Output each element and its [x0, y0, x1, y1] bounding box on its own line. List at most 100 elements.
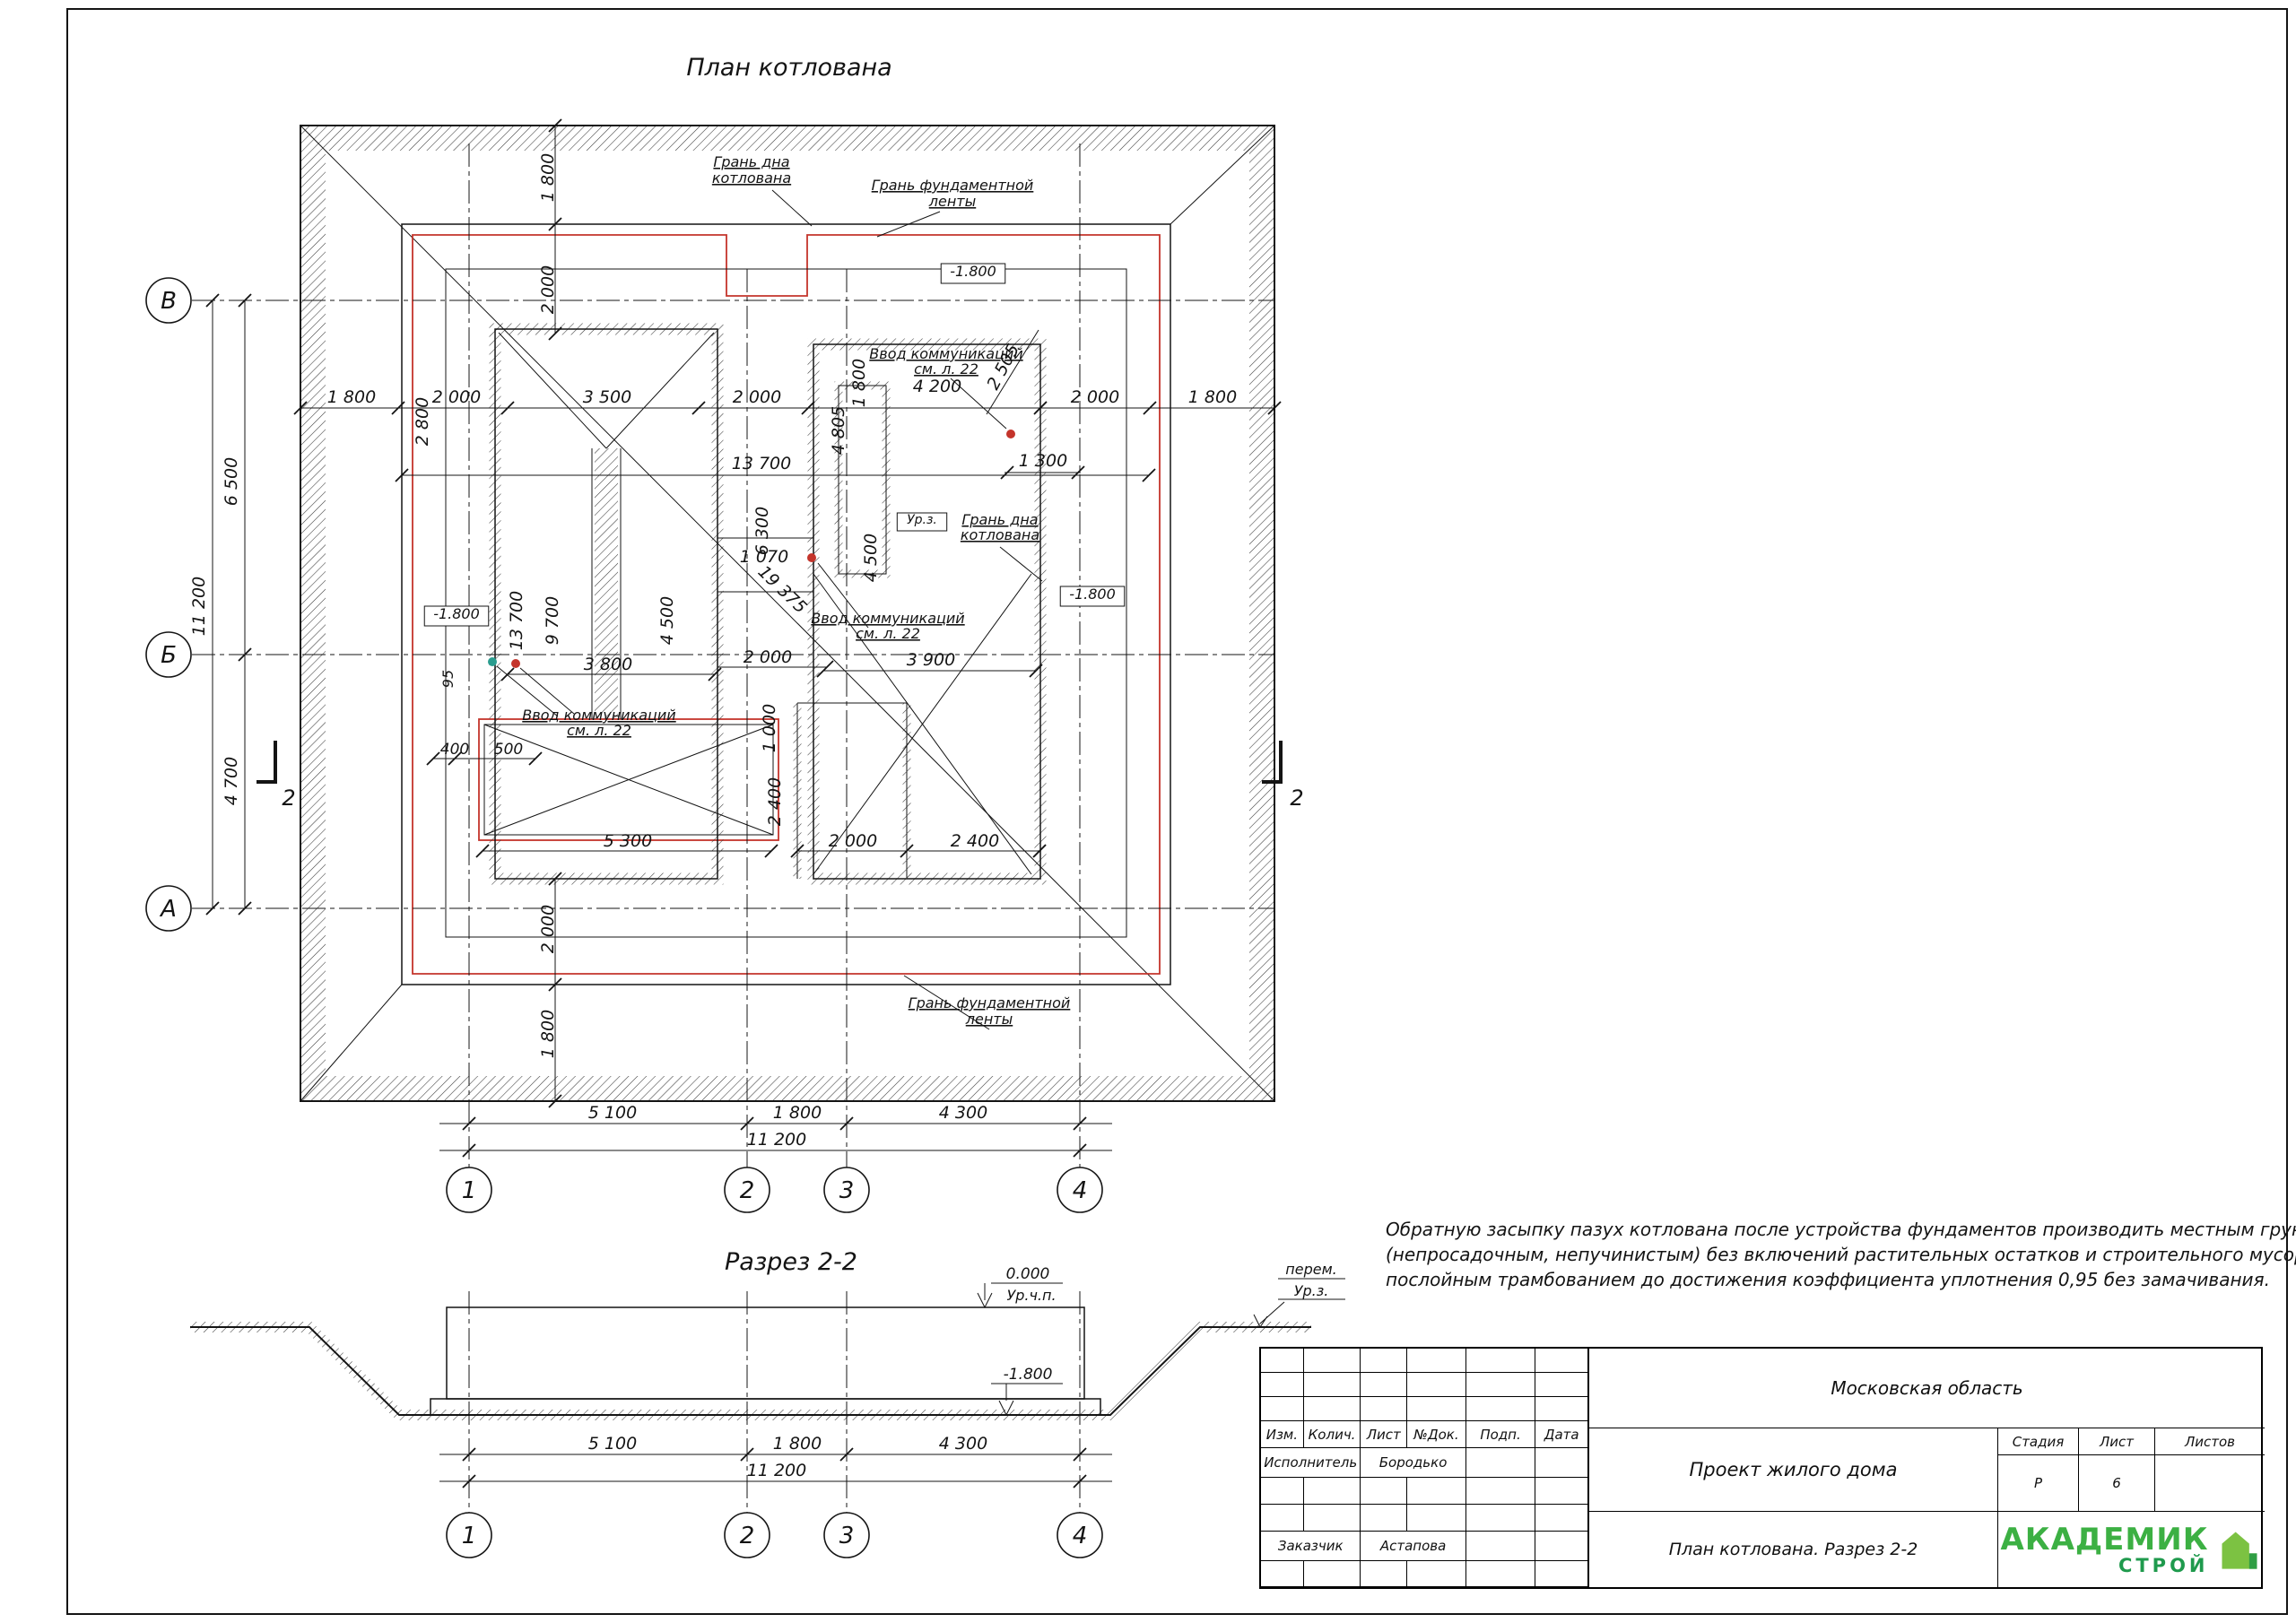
axis-bubble	[724, 1167, 770, 1213]
region-cell: Московская область	[1589, 1349, 2265, 1428]
left-block-diagonals	[498, 332, 715, 449]
tb-empty-cell	[1465, 1561, 1536, 1587]
sheets-header: Листов	[2184, 1433, 2236, 1450]
level-marks	[977, 1278, 1345, 1417]
dimension-text: 2 000	[829, 831, 877, 851]
dimension-text: 3 800	[584, 655, 632, 674]
dimension-text: 2	[282, 785, 295, 811]
axis-bubble	[145, 277, 192, 324]
tb-empty-cell	[1361, 1478, 1408, 1505]
project-title-cell: Проект жилого дома	[1589, 1428, 1998, 1511]
col-ndok: №Док.	[1407, 1421, 1466, 1448]
dimension-text: 2 000	[733, 387, 781, 407]
dimension-text: 1 800	[327, 387, 376, 407]
building-footprint	[483, 323, 1047, 885]
tb-empty-cell	[1407, 1505, 1466, 1532]
tb-empty-cell	[1465, 1505, 1536, 1532]
title-block-right: Московская область Проект жилого дома Ст…	[1589, 1349, 2265, 1587]
callout-text: Ввод коммуникаций	[522, 707, 675, 724]
pit-bottom-inner-edge	[445, 268, 1127, 938]
tb-empty-cell	[1361, 1505, 1408, 1532]
col-podp: Подп.	[1465, 1421, 1536, 1448]
axis-label: 3	[839, 1523, 855, 1549]
dimension-text: 19 375	[754, 562, 811, 618]
axis-bubble	[823, 1512, 870, 1558]
tb-empty-cell	[1361, 1397, 1408, 1421]
tb-empty-cell	[1303, 1373, 1361, 1397]
utility-entry-dot-teal	[488, 657, 497, 666]
axis-bubble	[446, 1512, 492, 1558]
foundation-strip-outline	[412, 234, 1161, 975]
dimension-text: 11 200	[747, 1130, 806, 1150]
callout-leaders	[488, 189, 1043, 1030]
dimension-text: 1 070	[740, 547, 788, 567]
executor-name: Бородько	[1361, 1448, 1466, 1478]
dimension-text: 6 300	[752, 507, 772, 555]
dimension-text: 2 400	[951, 831, 999, 851]
note-line: (непросадочным, непучинистым) без включе…	[1386, 1244, 2296, 1265]
sheet-header: Лист	[2079, 1428, 2155, 1454]
tb-empty-cell	[1303, 1349, 1361, 1373]
title-block-left-grid: Изм. Колич. Лист №Док. Подп. Дата Исполн…	[1261, 1349, 1589, 1587]
executor-row: Исполнитель Бородько	[1261, 1448, 1588, 1478]
tb-empty-cell	[1465, 1373, 1536, 1397]
tb-empty-cell	[1303, 1397, 1361, 1421]
dimension-text: 4 300	[939, 1434, 987, 1454]
dimension-text: 4 500	[861, 534, 881, 582]
dimension-text: 4 805	[829, 406, 848, 455]
dimension-text: -1.800	[1069, 586, 1116, 603]
dimension-text: 0.000	[1006, 1265, 1050, 1283]
dimension-text: 2 000	[538, 905, 558, 953]
axis-label: 3	[839, 1177, 855, 1204]
stage-sheet-table: Стадия Лист Листов Р 6	[1998, 1428, 2265, 1511]
stage-header: Стадия	[1998, 1428, 2079, 1454]
section-view	[190, 1278, 1345, 1513]
company-logo: АКАДЕМИК СТРОЙ	[1998, 1512, 2265, 1587]
dimension-text: 3 900	[907, 650, 955, 670]
dimension-text: -1.800	[1004, 1366, 1053, 1384]
porch-block	[483, 724, 774, 836]
connector-walls	[718, 537, 813, 593]
callout-text: Грань дна	[961, 511, 1038, 528]
excavation-plan-view	[192, 118, 1283, 1167]
framed-level-label	[1059, 586, 1126, 607]
tb-empty-cell	[1535, 1478, 1587, 1505]
dimension-text: 1 000	[760, 704, 779, 752]
axis-bubble	[1057, 1512, 1103, 1558]
dimension-text: 5 100	[588, 1103, 637, 1123]
callout-text: Ввод коммуникаций	[811, 610, 964, 627]
dimension-text: 9 700	[543, 596, 562, 645]
stage-value: Р	[1998, 1455, 2079, 1511]
tb-empty-cell	[1535, 1561, 1587, 1587]
dimension-text: 13 700	[507, 591, 526, 650]
tb-empty-cell	[1465, 1448, 1536, 1478]
tb-empty-cell	[1361, 1349, 1408, 1373]
framed-level-label	[940, 263, 1006, 284]
view-title: План котлована	[686, 54, 891, 82]
note-line: Обратную засыпку пазух котлована после у…	[1386, 1219, 2296, 1240]
dimension-text: Ур.з.	[1294, 1282, 1329, 1299]
axis-label: 1	[462, 1523, 477, 1549]
tb-empty-cell	[1407, 1349, 1466, 1373]
foundation-slab	[430, 1398, 1101, 1416]
axis-label: А	[159, 896, 177, 923]
revision-header-row: Изм. Колич. Лист №Док. Подп. Дата	[1261, 1421, 1587, 1448]
dimension-text: 1 800	[538, 153, 558, 202]
tb-empty-cell	[1303, 1478, 1361, 1505]
framed-level-label	[896, 512, 948, 532]
dimension-text: 5 300	[604, 831, 652, 851]
sheets-value	[2155, 1455, 2265, 1511]
pit-top-edge	[300, 125, 1275, 1102]
dimension-text: 1 800	[1188, 387, 1237, 407]
tb-empty-cell	[1535, 1373, 1587, 1397]
tb-empty-cell	[1535, 1505, 1587, 1532]
customer-row: Заказчик Астапова	[1261, 1532, 1588, 1561]
dimension-text: 1 800	[538, 1010, 558, 1058]
sheet-frame	[66, 8, 2288, 1615]
tb-empty-cell	[1465, 1349, 1536, 1373]
tb-empty-cell	[1465, 1397, 1536, 1421]
axis-label: Б	[161, 642, 177, 669]
axis-bubble	[145, 631, 192, 678]
pit-main-diagonal	[300, 125, 1275, 1102]
